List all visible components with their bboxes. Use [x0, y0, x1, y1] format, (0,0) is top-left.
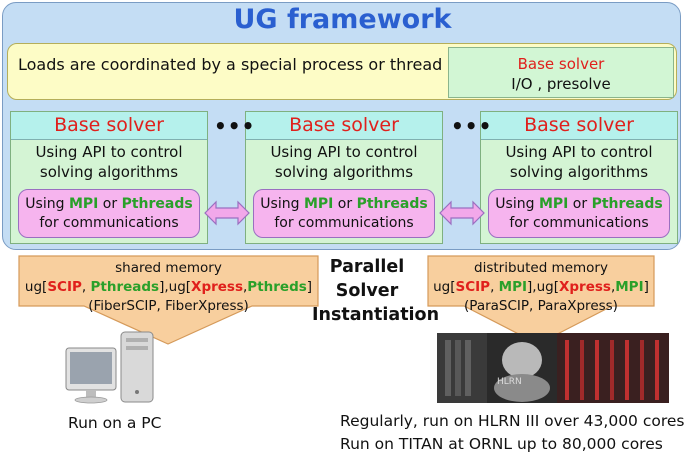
framework-title: UG framework [233, 4, 452, 35]
shared-memory-ug: ug[SCIP, Pthreads],ug[Xpress,Pthreds] [24, 279, 313, 295]
distributed-memory-text: distributed memory ug[SCIP, MPI],ug[Xpre… [428, 259, 654, 316]
double-arrow-2 [439, 200, 485, 226]
svg-text:HLRN: HLRN [497, 377, 522, 387]
base-solver-2-title: Base solver [246, 112, 442, 140]
instantiation-line1: Parallel [329, 257, 405, 277]
pc-caption: Run on a PC [68, 414, 162, 432]
shared-memory-arrow [18, 255, 319, 345]
supercomputer-caption-2: Run on TITAN at ORNL up to 80,000 cores [340, 435, 663, 453]
coordinator-base-solver: Base solver I/O , presolve [448, 47, 674, 98]
base-solver-3-description: Using API to control solving algorithms [481, 142, 677, 182]
pc-icon [65, 331, 154, 404]
communication-box-3-line1: Using MPI or Pthreads [495, 196, 663, 212]
base-solver-2: Base solver Using API to control solving… [245, 111, 443, 244]
base-solver-1-line1: Using API to control [35, 143, 183, 161]
communication-box-1-line2: for communications [39, 215, 179, 231]
supercomputer-image: HLRN [437, 333, 669, 403]
base-solver-2-line1: Using API to control [270, 143, 418, 161]
base-solver-1-line2: solving algorithms [39, 163, 179, 181]
instantiation-line3: Instantiation [312, 305, 440, 325]
base-solver-2-description: Using API to control solving algorithms [246, 142, 442, 182]
base-solver-2-line2: solving algorithms [274, 163, 414, 181]
coordinator-base-solver-title: Base solver [517, 55, 605, 73]
communication-box-2-line1: Using MPI or Pthreads [260, 196, 428, 212]
shared-memory-text: shared memory ug[SCIP, Pthreads],ug[Xpre… [19, 259, 318, 316]
base-solver-1-description: Using API to control solving algorithms [11, 142, 207, 182]
base-solver-3-line2: solving algorithms [509, 163, 649, 181]
instantiation-line2: Solver [335, 281, 399, 301]
shared-memory-label: shared memory [115, 260, 222, 276]
communication-box-2-line2: for communications [274, 215, 414, 231]
ellipsis-1: ••• [214, 114, 256, 138]
communication-box-3-line2: for communications [509, 215, 649, 231]
distributed-memory-examples: (ParaSCIP, ParaXpress) [464, 298, 618, 314]
base-solver-3-title: Base solver [481, 112, 677, 140]
base-solver-3: Base solver Using API to control solving… [480, 111, 678, 244]
base-solver-3-line1: Using API to control [505, 143, 653, 161]
distributed-memory-label: distributed memory [474, 260, 608, 276]
base-solver-1: Base solver Using API to control solving… [10, 111, 208, 244]
distributed-memory-arrow [427, 255, 655, 345]
double-arrow-1 [204, 200, 250, 226]
communication-box-1: Using MPI or Pthreads for communications [18, 189, 200, 238]
ellipsis-2: ••• [451, 114, 493, 138]
parallel-solver-instantiation-label: Parallel Solver Instantiation [312, 255, 440, 327]
communication-box-1-line1: Using MPI or Pthreads [25, 196, 193, 212]
supercomputer-caption-1: Regularly, run on HLRN III over 43,000 c… [340, 412, 685, 430]
distributed-memory-ug: ug[SCIP, MPI],ug[Xpress,MPI] [433, 279, 649, 295]
communication-box-2: Using MPI or Pthreads for communications [253, 189, 435, 238]
coordinator-base-solver-subtitle: I/O , presolve [511, 75, 611, 93]
coordinator-text: Loads are coordinated by a special proce… [18, 55, 443, 74]
communication-box-3: Using MPI or Pthreads for communications [488, 189, 670, 238]
base-solver-1-title: Base solver [11, 112, 207, 140]
shared-memory-examples: (FiberSCIP, FiberXpress) [88, 298, 249, 314]
